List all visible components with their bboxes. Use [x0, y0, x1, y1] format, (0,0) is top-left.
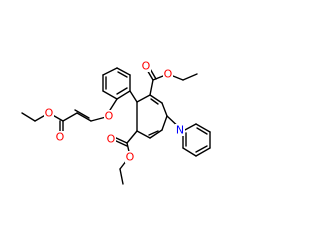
bond: [149, 129, 163, 139]
bond: [102, 90, 118, 100]
atom-o-aryl-ether: O: [105, 110, 114, 123]
bond: [182, 147, 197, 157]
bond: [74, 109, 90, 119]
atom-labels: O O O O O O O N: [44, 60, 185, 164]
bond: [90, 116, 107, 122]
bond: [149, 94, 163, 104]
bond: [21, 112, 36, 122]
bond: [195, 123, 211, 133]
bond: [149, 79, 154, 96]
bond: [136, 130, 151, 139]
bond: [196, 127, 208, 135]
bond: [126, 130, 138, 144]
atom-o-c5-ester: O: [164, 68, 173, 81]
bond: [116, 90, 131, 100]
atom-n-ring: N: [176, 124, 184, 137]
molecule-structure: O O O O O O O N: [21, 60, 211, 185]
bond: [116, 87, 128, 95]
bond: [117, 71, 128, 78]
bond: [182, 123, 197, 132]
bond: [161, 102, 168, 117]
atom-o-c5-carbonyl: O: [142, 60, 151, 73]
atom-o-vinyl-ester: O: [45, 107, 54, 120]
atom-o-c3-carbonyl: O: [107, 133, 116, 146]
bond: [119, 168, 124, 185]
bond: [129, 90, 138, 103]
bond: [109, 98, 118, 111]
atom-o-vinyl-carbonyl: O: [56, 131, 65, 144]
bond: [113, 139, 128, 147]
bond: [195, 147, 211, 157]
bond: [150, 98, 159, 105]
bond: [116, 67, 131, 76]
bond: [148, 130, 159, 136]
bond: [136, 94, 151, 103]
bond: [161, 115, 168, 131]
bond: [113, 136, 128, 144]
atom-o-c3-ester: O: [126, 151, 135, 164]
bond: [195, 145, 208, 153]
bond: [182, 73, 198, 81]
bond: [76, 112, 92, 122]
bond: [102, 67, 118, 76]
bond: [62, 112, 78, 122]
